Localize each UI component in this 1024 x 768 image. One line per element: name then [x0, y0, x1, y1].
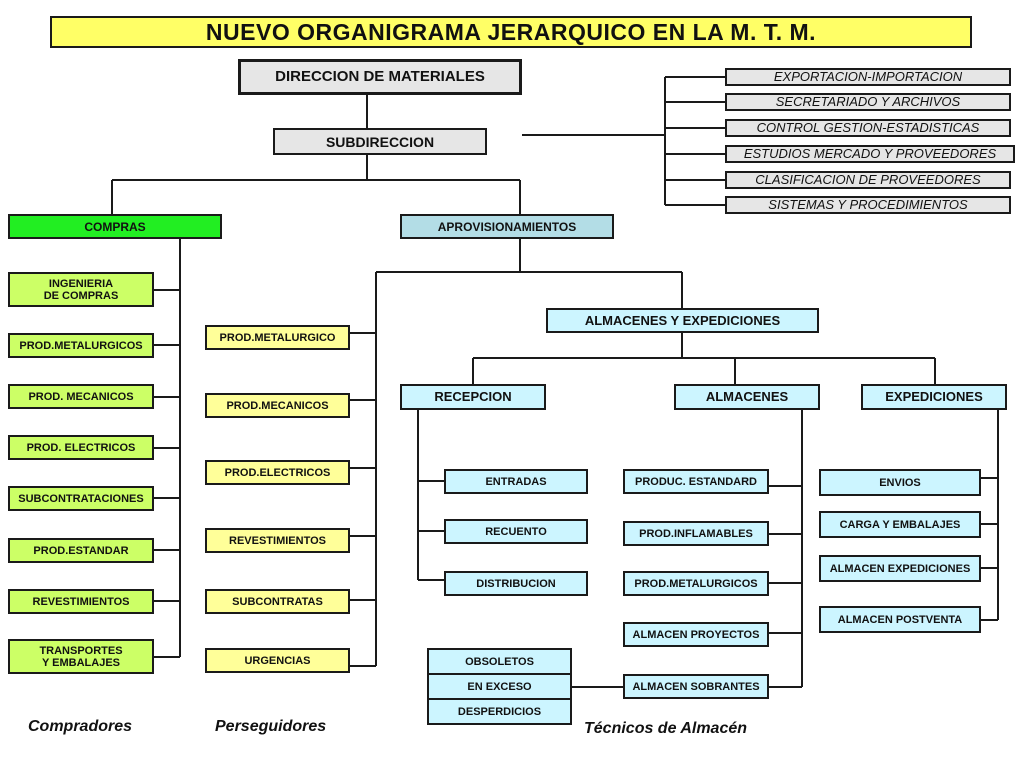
recepcion-item: ENTRADAS [444, 469, 588, 494]
aprovisionamientos-box: APROVISIONAMIENTOS [400, 214, 614, 239]
compras-item: TRANSPORTES Y EMBALAJES [8, 639, 154, 674]
almacenes-item: PROD.METALURGICOS [623, 571, 769, 596]
compras-box: COMPRAS [8, 214, 222, 239]
expediciones-item: ALMACEN EXPEDICIONES [819, 555, 981, 582]
sobrantes-detail-item: OBSOLETOS [427, 648, 572, 675]
compras-item: PROD.METALURGICOS [8, 333, 154, 358]
recepcion-item: RECUENTO [444, 519, 588, 544]
staff-item: SECRETARIADO Y ARCHIVOS [725, 93, 1011, 111]
almacenes-item: ALMACEN PROYECTOS [623, 622, 769, 647]
footer-tecnicos: Técnicos de Almacén [584, 720, 748, 737]
aprov-item: PROD.MECANICOS [205, 393, 350, 418]
aprov-item: SUBCONTRATAS [205, 589, 350, 614]
sobrantes-detail-item: EN EXCESO [427, 673, 572, 700]
almacenes-item: PROD.INFLAMABLES [623, 521, 769, 546]
page-title: NUEVO ORGANIGRAMA JERARQUICO EN LA M. T.… [50, 16, 972, 48]
aprov-item: PROD.METALURGICO [205, 325, 350, 350]
almacenes-box: ALMACENES [674, 384, 820, 410]
expediciones-box: EXPEDICIONES [861, 384, 1007, 410]
footer-perseguidores: Perseguidores [215, 718, 327, 735]
aprov-item: URGENCIAS [205, 648, 350, 673]
compras-item: SUBCONTRATACIONES [8, 486, 154, 511]
recepcion-item: DISTRIBUCION [444, 571, 588, 596]
staff-item: SISTEMAS Y PROCEDIMIENTOS [725, 196, 1011, 214]
almacenes-expediciones-box: ALMACENES Y EXPEDICIONES [546, 308, 819, 333]
staff-item: CONTROL GESTION-ESTADISTICAS [725, 119, 1011, 137]
recepcion-box: RECEPCION [400, 384, 546, 410]
sobrantes-detail-item: DESPERDICIOS [427, 698, 572, 725]
compras-item: PROD. MECANICOS [8, 384, 154, 409]
compras-item: REVESTIMIENTOS [8, 589, 154, 614]
almacenes-item: ALMACEN SOBRANTES [623, 674, 769, 699]
footer-compradores: Compradores [28, 718, 133, 735]
subdireccion-box: SUBDIRECCION [273, 128, 487, 155]
expediciones-item: ENVIOS [819, 469, 981, 496]
compras-item: PROD. ELECTRICOS [8, 435, 154, 460]
aprov-item: REVESTIMIENTOS [205, 528, 350, 553]
direccion-box: DIRECCION DE MATERIALES [238, 59, 522, 95]
compras-item: PROD.ESTANDAR [8, 538, 154, 563]
expediciones-item: ALMACEN POSTVENTA [819, 606, 981, 633]
staff-item: EXPORTACION-IMPORTACION [725, 68, 1011, 86]
compras-item: INGENIERIA DE COMPRAS [8, 272, 154, 307]
staff-item: CLASIFICACION DE PROVEEDORES [725, 171, 1011, 189]
expediciones-item: CARGA Y EMBALAJES [819, 511, 981, 538]
aprov-item: PROD.ELECTRICOS [205, 460, 350, 485]
staff-item: ESTUDIOS MERCADO Y PROVEEDORES [725, 145, 1015, 163]
almacenes-item: PRODUC. ESTANDARD [623, 469, 769, 494]
